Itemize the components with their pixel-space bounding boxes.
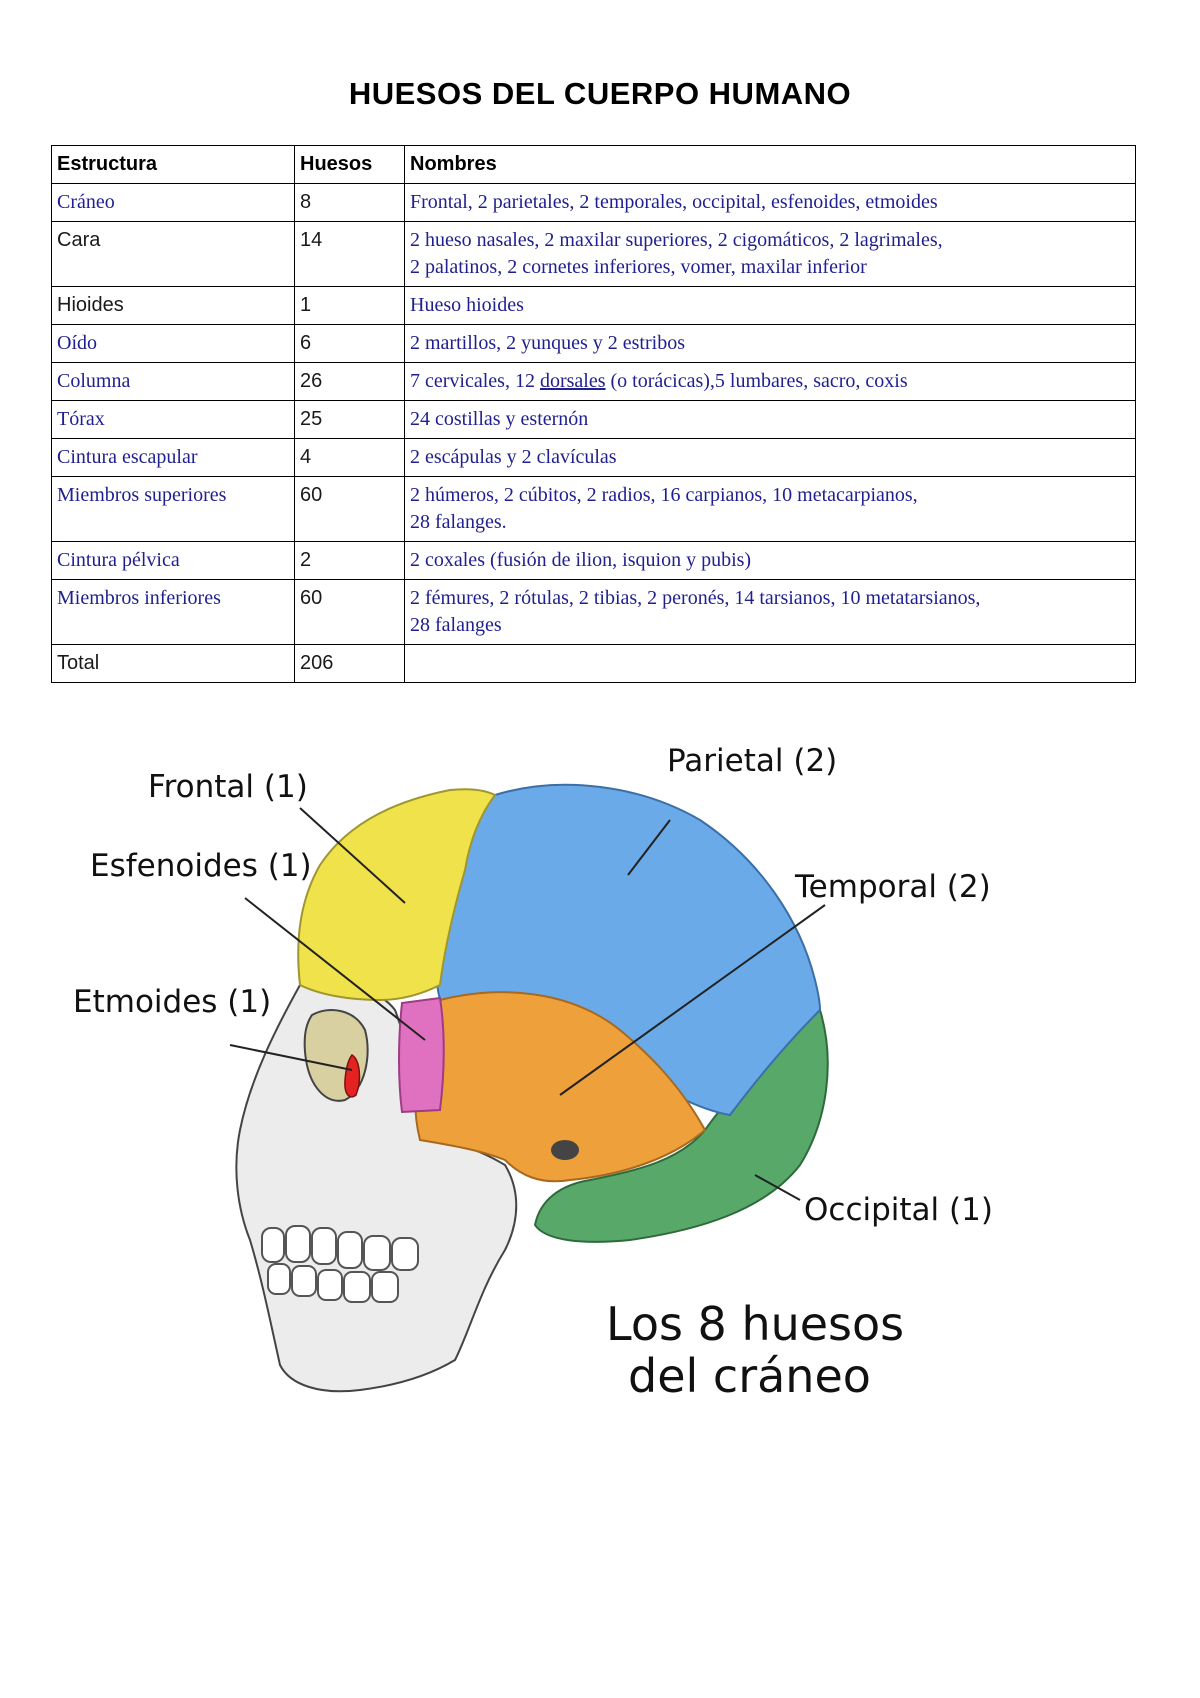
nombres-text: 7 cervicales, 12 — [410, 370, 540, 392]
label-etmoides: Etmoides (1) — [73, 984, 271, 1020]
caption-line-1: Los 8 huesos — [606, 1297, 904, 1351]
cell-estructura: Miembros inferiores — [51, 579, 295, 645]
table-row-total: Total 206 — [51, 644, 1136, 683]
skull-diagram: Frontal (1) Parietal (2) Esfenoides (1) … — [73, 743, 993, 1403]
table-row: Cintura escapular 4 2 escápulas y 2 clav… — [51, 438, 1136, 477]
nombres-line: 2 fémures, 2 rótulas, 2 tibias, 2 peroné… — [410, 587, 981, 609]
cell-huesos: 6 — [294, 324, 405, 363]
cell-huesos: 2 — [294, 541, 405, 580]
cell-nombres: 7 cervicales, 12 dorsales (o torácicas),… — [404, 362, 1136, 401]
cell-nombres: Hueso hioides — [404, 286, 1136, 325]
header-nombres: Nombres — [404, 145, 1136, 184]
table-row: Tórax 25 24 costillas y esternón — [51, 400, 1136, 439]
nombres-line: Hueso hioides — [410, 294, 524, 316]
ethmoid-bone — [344, 1054, 361, 1098]
nombres-line: 28 falanges — [410, 614, 502, 636]
nombres-line: 28 falanges. — [410, 511, 507, 533]
nombres-line: 2 coxales (fusión de ilion, isquion y pu… — [410, 549, 752, 571]
label-parietal: Parietal (2) — [667, 743, 837, 779]
label-esfenoides: Esfenoides (1) — [90, 848, 312, 884]
table-row: Miembros inferiores 60 2 fémures, 2 rótu… — [51, 579, 1136, 645]
cell-huesos: 60 — [294, 476, 405, 542]
cell-nombres: 2 hueso nasales, 2 maxilar superiores, 2… — [404, 221, 1136, 287]
cell-estructura: Miembros superiores — [51, 476, 295, 542]
cell-estructura: Oído — [51, 324, 295, 363]
nombres-line: Frontal, 2 parietales, 2 temporales, occ… — [410, 191, 938, 213]
cell-nombres — [404, 644, 1136, 683]
ear-canal — [551, 1140, 579, 1160]
cell-nombres: Frontal, 2 parietales, 2 temporales, occ… — [404, 183, 1136, 222]
leader-lines — [229, 807, 826, 1201]
cell-huesos: 206 — [294, 644, 405, 683]
table-row: Cara 14 2 hueso nasales, 2 maxilar super… — [51, 221, 1136, 287]
cell-nombres: 24 costillas y esternón — [404, 400, 1136, 439]
cell-huesos: 4 — [294, 438, 405, 477]
cell-estructura: Columna — [51, 362, 295, 401]
bones-table: Estructura Huesos Nombres Cráneo 8 Front… — [51, 145, 1136, 683]
nombres-line: 24 costillas y esternón — [410, 408, 589, 430]
nombres-line: 2 hueso nasales, 2 maxilar superiores, 2… — [410, 229, 943, 251]
cell-huesos: 25 — [294, 400, 405, 439]
cell-estructura: Total — [51, 644, 295, 683]
cell-nombres: 2 fémures, 2 rótulas, 2 tibias, 2 peroné… — [404, 579, 1136, 645]
table-row: Cintura pélvica 2 2 coxales (fusión de i… — [51, 541, 1136, 580]
cell-huesos: 26 — [294, 362, 405, 401]
cell-estructura: Cintura pélvica — [51, 541, 295, 580]
cell-huesos: 14 — [294, 221, 405, 287]
cell-estructura: Cráneo — [51, 183, 295, 222]
caption-line-2: del cráneo — [628, 1349, 871, 1403]
temporal-bone — [414, 991, 707, 1183]
dorsales-link[interactable]: dorsales — [539, 370, 606, 392]
sphenoid-bone — [398, 996, 445, 1114]
cell-estructura: Hioides — [51, 286, 295, 325]
nombres-line: 2 escápulas y 2 clavículas — [410, 446, 617, 468]
cell-huesos: 1 — [294, 286, 405, 325]
cell-estructura: Cintura escapular — [51, 438, 295, 477]
nombres-line: 2 palatinos, 2 cornetes inferiores, vome… — [410, 256, 867, 278]
label-frontal: Frontal (1) — [148, 769, 308, 805]
table-row: Miembros superiores 60 2 húmeros, 2 cúbi… — [51, 476, 1136, 542]
nombres-text: (o torácicas),5 lumbares, sacro, coxis — [605, 370, 908, 392]
cell-nombres: 2 escápulas y 2 clavículas — [404, 438, 1136, 477]
cell-estructura: Cara — [51, 221, 295, 287]
table-header-row: Estructura Huesos Nombres — [51, 145, 1136, 184]
table-row: Cráneo 8 Frontal, 2 parietales, 2 tempor… — [51, 183, 1136, 222]
table-row: Oído 6 2 martillos, 2 yunques y 2 estrib… — [51, 324, 1136, 363]
cell-nombres: 2 martillos, 2 yunques y 2 estribos — [404, 324, 1136, 363]
nombres-line: 2 húmeros, 2 cúbitos, 2 radios, 16 carpi… — [410, 484, 918, 506]
cell-estructura: Tórax — [51, 400, 295, 439]
page-title: HUESOS DEL CUERPO HUMANO — [348, 76, 852, 111]
cell-huesos: 8 — [294, 183, 405, 222]
header-estructura: Estructura — [51, 145, 295, 184]
header-huesos: Huesos — [294, 145, 405, 184]
cell-huesos: 60 — [294, 579, 405, 645]
teeth — [261, 1225, 419, 1303]
table-row: Columna 26 7 cervicales, 12 dorsales (o … — [51, 362, 1136, 401]
cell-nombres: 2 húmeros, 2 cúbitos, 2 radios, 16 carpi… — [404, 476, 1136, 542]
label-occipital: Occipital (1) — [804, 1192, 993, 1228]
table-row: Hioides 1 Hueso hioides — [51, 286, 1136, 325]
nombres-line: 2 martillos, 2 yunques y 2 estribos — [410, 332, 685, 354]
label-temporal: Temporal (2) — [794, 869, 991, 905]
cell-nombres: 2 coxales (fusión de ilion, isquion y pu… — [404, 541, 1136, 580]
